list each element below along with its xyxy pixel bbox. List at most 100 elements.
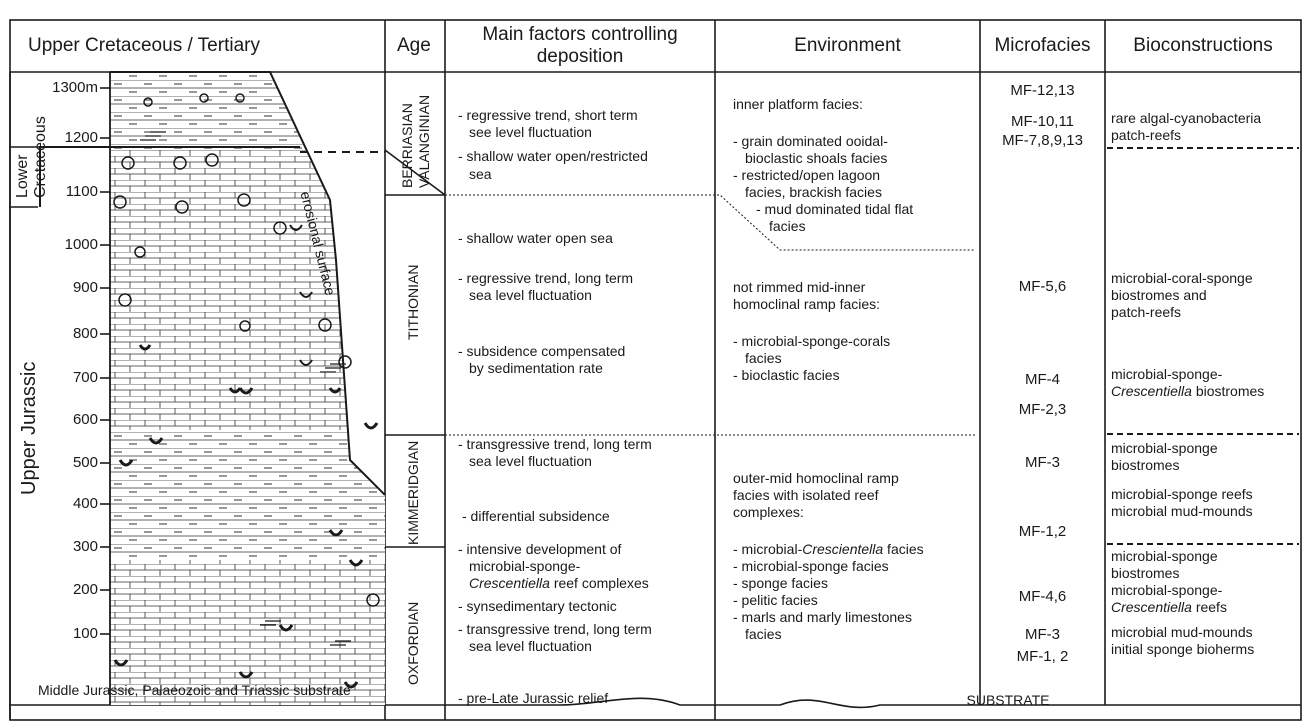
factor-text: sea level fluctuation (469, 638, 592, 654)
bioconstruction-text: microbial mud-mounds (1111, 503, 1253, 519)
depth-tick-700: 700 (72, 369, 98, 386)
environment-text: - marls and marly limestones (733, 609, 912, 625)
substrate-left-label: Middle Jurassic, Palaeozoic and Triassic… (38, 682, 351, 698)
bioconstruction-italic: Crescentiella (1111, 383, 1192, 399)
substrate-label: SUBSTRATE (966, 692, 1050, 708)
environment-text: homoclinal ramp facies: (733, 296, 881, 312)
microfacies-item: MF-12,13 (1010, 82, 1075, 99)
bioconstruction-text: Crescentiella reefs (1111, 599, 1227, 615)
header-factors-line1: Main factors controlling (482, 24, 678, 45)
factor-text: reef complexes (549, 575, 649, 591)
microfacies-item: MF-4 (1025, 371, 1060, 388)
environment-text: - pelitic facies (733, 592, 818, 608)
environment-text: - microbial-Crescientella facies (733, 541, 924, 557)
environment-text: facies (745, 350, 782, 366)
microfacies-item: MF-3 (1025, 454, 1060, 471)
factor-italic: Crescentiella (469, 575, 550, 591)
bioconstruction-text: rare algal-cyanobacteria (1111, 110, 1262, 126)
factor-text: - transgressive trend, long term (458, 621, 652, 637)
environment-text: - sponge facies (733, 575, 828, 591)
environment-text: - grain dominated ooidal- (733, 133, 888, 149)
bioconstruction-text: microbial-coral-sponge (1111, 270, 1253, 286)
factor-text: - subsidence compensated (458, 343, 626, 359)
depth-tick-600: 600 (72, 411, 98, 428)
bioconstruction-text: patch-reefs (1111, 127, 1182, 143)
microfacies-item: MF-3 (1025, 626, 1060, 643)
depth-tick-1000: 1000 (64, 236, 98, 253)
bioconstruction-text: biostromes (1111, 565, 1180, 581)
microfacies-item: MF-4,6 (1018, 588, 1067, 605)
header-factors-line2: deposition (536, 46, 624, 67)
header-age: Age (397, 35, 431, 56)
depth-tick-1100: 1100 (65, 183, 98, 200)
environment-text: outer-mid homoclinal ramp (733, 470, 899, 486)
cretaceous-boundary (39, 146, 300, 207)
bioconstruction-text: microbial-sponge (1111, 548, 1218, 564)
fossil-symbols (113, 93, 380, 689)
bioconstruction-text: microbial mud-mounds (1111, 624, 1253, 640)
bioconstruction-italic: Crescentiella (1111, 599, 1192, 615)
factor-text: - transgressive trend, long term (458, 436, 652, 452)
depth-tick-900: 900 (72, 279, 98, 296)
bioconstruction-text: microbial-sponge (1111, 440, 1218, 456)
factor-text: - differential subsidence (462, 508, 610, 524)
header-environment: Environment (794, 35, 901, 56)
header-microfacies: Microfacies (994, 35, 1091, 56)
header-section: Upper Cretaceous / Tertiary (28, 35, 260, 56)
bioconstruction-text: biostromes and (1111, 287, 1207, 303)
depth-tick-500: 500 (72, 454, 98, 471)
bioconstruction-text: initial sponge bioherms (1111, 641, 1255, 657)
bioconstruction-text: patch-reefs (1111, 304, 1182, 320)
depth-tick-800: 800 (72, 325, 98, 342)
environment-text: facies, brackish facies (745, 184, 882, 200)
environment-text: - mud dominated tidal flat (756, 201, 914, 217)
relief-label: - pre-Late Jurassic relief (458, 690, 609, 706)
factor-text: - synsedimentary tectonic (458, 598, 617, 614)
environment-text: - microbial-sponge facies (733, 558, 889, 574)
environment-text: - restricted/open lagoon (733, 167, 881, 183)
environment-text: facies (883, 541, 924, 557)
environment-italic: Crescientella (802, 541, 884, 557)
factor-text: - regressive trend, short term (458, 107, 638, 123)
depth-ticks (100, 87, 110, 635)
bioconstruction-text: biostromes (1111, 457, 1180, 473)
environment-text: inner platform facies: (733, 96, 863, 112)
microfacies-item: MF-7,8,9,13 (1002, 132, 1083, 149)
bioconstruction-text: reefs (1191, 599, 1227, 615)
factor-text: by sedimentation rate (469, 360, 603, 376)
factor-text: - shallow water open/restricted (458, 148, 648, 164)
microfacies-item: MF-1, 2 (1016, 648, 1069, 665)
depth-tick-1200: 1200 (64, 129, 98, 146)
microfacies-item: MF-10,11 (1010, 113, 1075, 130)
depth-tick-200: 200 (72, 581, 98, 598)
factor-text: sea level fluctuation (469, 453, 592, 469)
environment-text: not rimmed mid-inner (733, 279, 866, 295)
environment-text: facies with isolated reef (733, 487, 879, 503)
bioconstruction-text: microbial-sponge- (1111, 582, 1223, 598)
factor-text: - regressive trend, long term (458, 270, 634, 286)
factor-text: see level fluctuation (469, 124, 592, 140)
environment-text: - microbial- (733, 541, 803, 557)
depth-tick-300: 300 (72, 538, 98, 555)
depth-tick-400: 400 (72, 495, 98, 512)
column-outline (110, 71, 386, 496)
header-bioconstructions: Bioconstructions (1133, 35, 1273, 56)
factor-text: - intensive development of (458, 541, 622, 557)
microfacies-item: MF-1,2 (1018, 523, 1067, 540)
factor-text: microbial-sponge- (469, 558, 581, 574)
microfacies-item: MF-5,6 (1018, 278, 1067, 295)
bioconstruction-text: biostromes (1191, 383, 1265, 399)
factor-text: sea (469, 166, 492, 182)
bioconstruction-text: Crescentiella biostromes (1111, 383, 1264, 399)
environment-text: - bioclastic facies (733, 367, 840, 383)
environment-text: bioclastic shoals facies (745, 150, 888, 166)
bioconstruction-text: microbial-sponge- (1111, 366, 1223, 382)
depth-tick-100: 100 (72, 625, 98, 642)
environment-text: facies (745, 626, 782, 642)
environment-text: facies (769, 218, 806, 234)
environment-text: complexes: (733, 504, 804, 520)
depth-tick-1300: 1300m (52, 79, 98, 96)
microfacies-item: MF-2,3 (1018, 401, 1067, 418)
